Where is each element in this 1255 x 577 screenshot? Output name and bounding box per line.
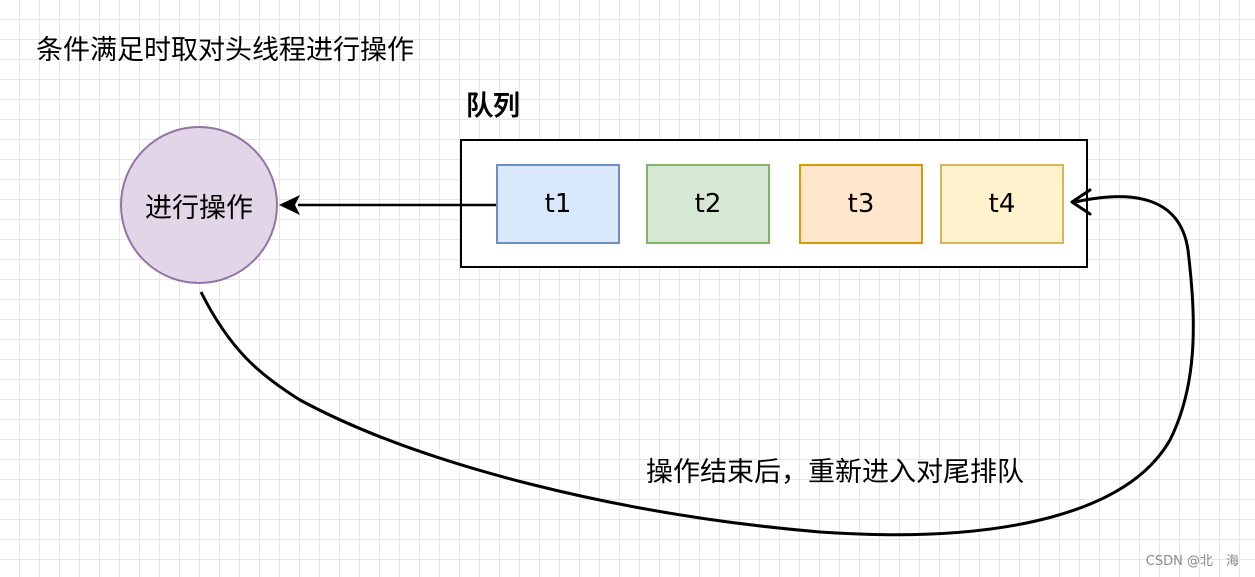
bottom-caption: 操作结束后，重新进入对尾排队	[646, 457, 1024, 488]
requeue-arrowhead	[1070, 188, 1092, 216]
requeue-curve	[199, 195, 1195, 537]
queue-title: 队列	[466, 91, 520, 122]
queue-item-label: t4	[988, 189, 1016, 219]
watermark: CSDN @北 海	[1145, 554, 1239, 569]
queue-item-label: t3	[847, 189, 875, 219]
operation-node[interactable]: 进行操作	[120, 126, 278, 284]
operation-node-label: 进行操作	[145, 192, 253, 224]
dequeue-arrowhead	[279, 195, 300, 215]
queue-item-t4[interactable]: t4	[940, 164, 1064, 244]
queue-item-label: t1	[544, 189, 572, 219]
queue-item-label: t2	[694, 189, 722, 219]
queue-item-t3[interactable]: t3	[799, 164, 923, 244]
queue-item-t1[interactable]: t1	[496, 164, 620, 244]
queue-item-t2[interactable]: t2	[646, 164, 770, 244]
top-caption: 条件满足时取对头线程进行操作	[36, 35, 414, 66]
